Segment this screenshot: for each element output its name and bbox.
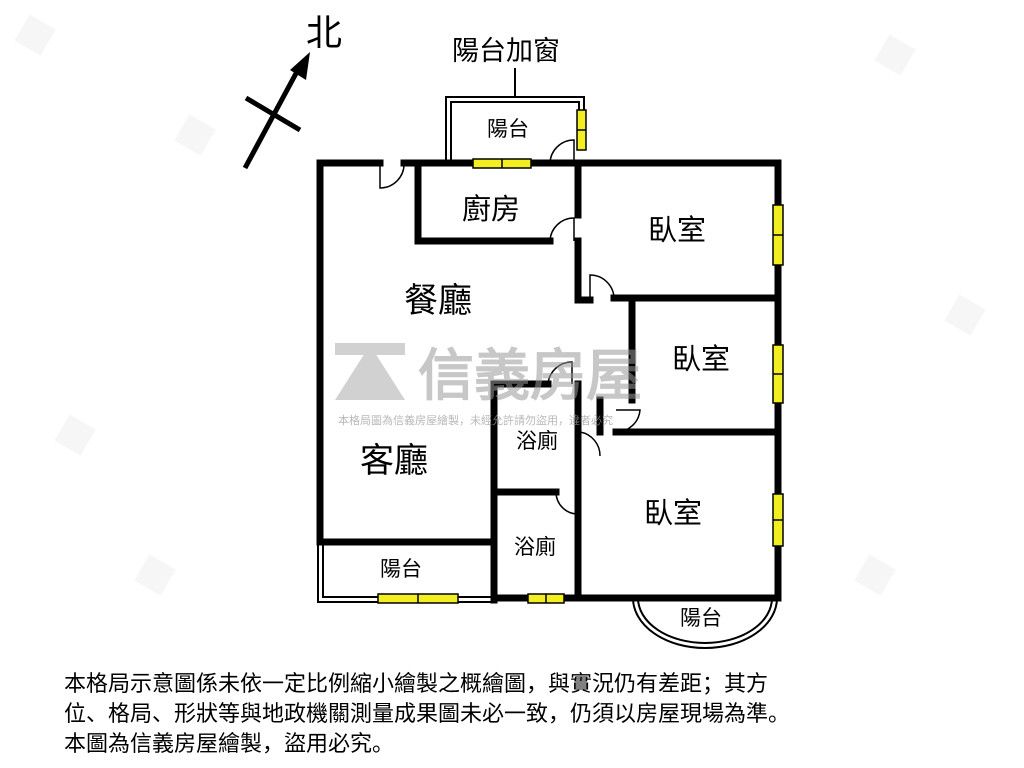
room-label-dining: 餐廳 (404, 281, 472, 321)
balcony-enclosed-label: 陽台加窗 (452, 36, 560, 67)
room-label-kitchen: 廚房 (462, 192, 520, 226)
room-label-balcony-top: 陽台 (487, 117, 529, 141)
compass-label: 北 (306, 13, 342, 54)
room-label-bath-1: 浴廁 (516, 429, 558, 453)
sliding-doors (344, 539, 734, 601)
north-arrow-icon (242, 52, 310, 170)
disclaimer-text: 本格局示意圖係未依一定比例縮小繪製之概繪圖，與實況仍有差距；其方 位、格局、形狀… (64, 670, 964, 760)
room-label-bedroom-3: 臥室 (644, 496, 702, 530)
watermark-notice: 本格局圖為信義房屋繪製，未經允許請勿盜用，違者必究 (338, 413, 613, 427)
windows (377, 109, 784, 604)
watermark-logo (335, 343, 405, 400)
balcony-top-walls (445, 96, 585, 160)
disclaimer-line-3: 本圖為信義房屋繪製，盜用必究。 (64, 732, 395, 757)
balcony-round-walls (632, 597, 778, 649)
floor-plan: 北 陽台加窗 (14, 13, 986, 649)
door-swings (379, 139, 641, 515)
watermark-pattern (14, 14, 986, 596)
room-label-bedroom-2: 臥室 (672, 342, 730, 376)
room-label-balcony-left: 陽台 (380, 557, 422, 581)
room-label-bath-2: 浴廁 (514, 535, 556, 559)
room-label-balcony-round: 陽台 (680, 606, 722, 630)
room-label-bedroom-1: 臥室 (648, 213, 706, 247)
disclaimer-line-1: 本格局示意圖係未依一定比例縮小繪製之概繪圖，與實況仍有差距；其方 (64, 672, 769, 697)
disclaimer-line-2: 位、格局、形狀等與地政機關測量成果圖未必一致，仍須以房屋現場為準。 (64, 702, 791, 727)
room-label-living: 客廳 (360, 441, 428, 481)
watermark-brand: 信義房屋 (418, 344, 642, 409)
